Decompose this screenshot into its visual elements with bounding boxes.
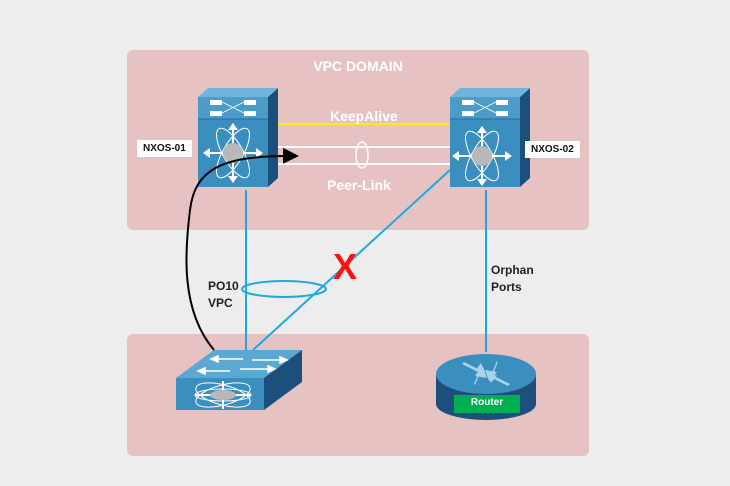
peer-link-label: Peer-Link bbox=[327, 177, 391, 193]
port-channel-label: PO10 VPC bbox=[208, 278, 239, 312]
nxos-01-switch[interactable] bbox=[198, 88, 278, 187]
router[interactable] bbox=[436, 354, 536, 420]
port-channel-id: PO10 bbox=[208, 279, 239, 293]
nxos-02-switch[interactable] bbox=[450, 88, 530, 187]
peer-link-bundle-ring bbox=[355, 141, 369, 169]
traffic-path-arrow bbox=[185, 147, 299, 351]
port-channel-type: VPC bbox=[208, 296, 233, 310]
link-failure-mark: X bbox=[333, 246, 358, 287]
nxos-01-label: NXOS-01 bbox=[137, 140, 192, 157]
orphan-ports-label: Orphan Ports bbox=[491, 262, 534, 296]
router-label: Router bbox=[470, 397, 504, 408]
orphan-ports-line1: Orphan bbox=[491, 263, 534, 277]
vpc-domain-title: VPC DOMAIN bbox=[313, 58, 403, 74]
vpc-link-nxos02 bbox=[252, 169, 451, 351]
orphan-ports-line2: Ports bbox=[491, 280, 522, 294]
access-switch[interactable] bbox=[176, 350, 302, 412]
nxos-02-label: NXOS-02 bbox=[525, 141, 580, 158]
keepalive-label: KeepAlive bbox=[330, 108, 398, 124]
port-channel-ring bbox=[241, 280, 327, 298]
